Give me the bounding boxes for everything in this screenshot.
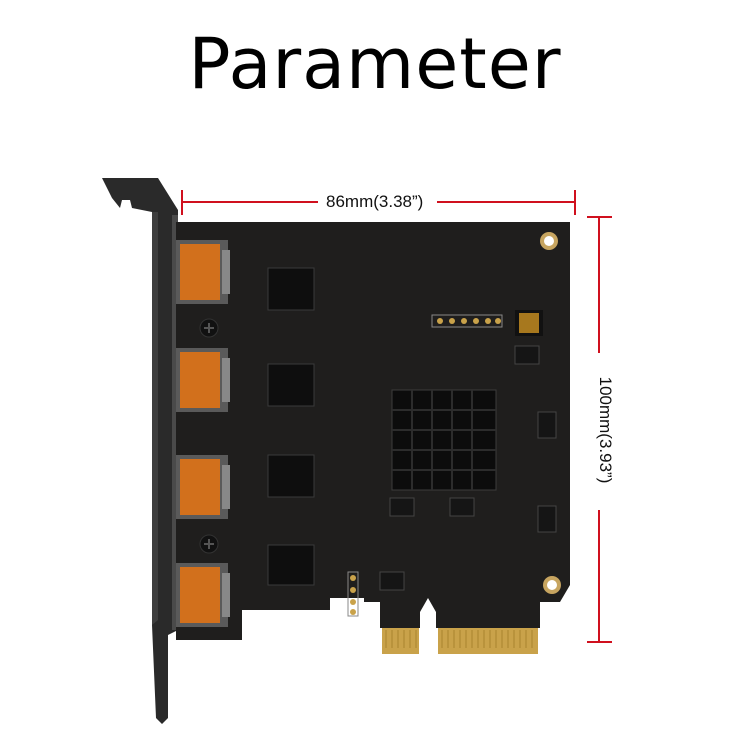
hdmi-port-4 xyxy=(176,563,230,627)
hdmi-port-3 xyxy=(176,455,230,519)
width-dimension-line xyxy=(181,190,576,215)
hdmi-port-1 xyxy=(176,240,230,304)
width-dimension-label: 86mm(3.38”) xyxy=(320,192,430,212)
page-title: Parameter xyxy=(188,23,562,105)
pci-bracket xyxy=(102,178,178,724)
height-dimension-label: 100mm(3.93”) xyxy=(595,369,615,491)
height-dimension-line xyxy=(587,216,612,643)
dip-switch xyxy=(515,310,543,336)
small-heatsinks xyxy=(267,267,315,586)
ic-chips xyxy=(379,345,557,591)
hdmi-port-2 xyxy=(176,348,230,412)
pin-header xyxy=(347,314,503,617)
main-heatsink xyxy=(391,389,497,491)
pcb-board xyxy=(176,222,570,654)
screw-icon xyxy=(199,318,219,554)
